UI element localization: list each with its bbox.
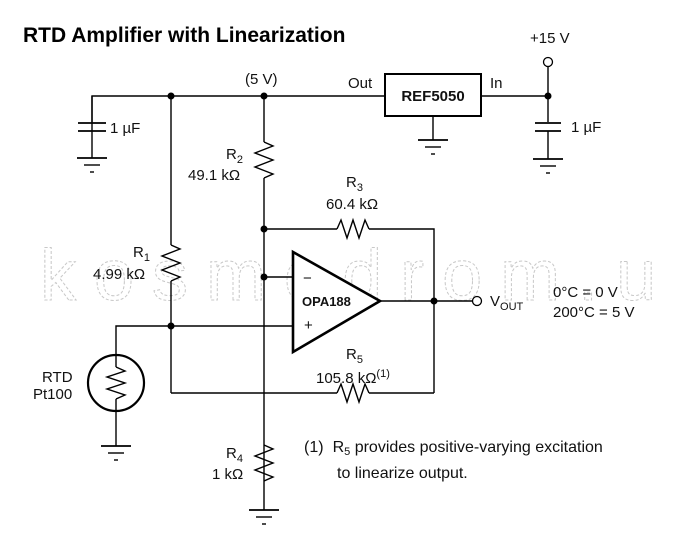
resistor-r2 <box>253 96 275 510</box>
r1-value: 4.99 kΩ <box>93 266 145 283</box>
noninverting-wire <box>115 325 293 355</box>
supply-terminal <box>542 56 554 68</box>
regulator-name: REF5050 <box>401 88 464 105</box>
r5-name: R5 <box>346 346 363 366</box>
r2-name: R2 <box>226 146 243 166</box>
c2-value: 1 µF <box>571 119 601 136</box>
calibration-0c: 0°C = 0 V <box>553 284 618 301</box>
c1-value: 1 µF <box>110 120 140 137</box>
r4-name: R4 <box>226 445 243 465</box>
resistor-r4 <box>253 444 275 482</box>
r4-value: 1 kΩ <box>212 466 243 483</box>
rtd-type: Pt100 <box>33 386 72 403</box>
r3-value: 60.4 kΩ <box>326 196 378 213</box>
opamp-opa188 <box>291 249 383 355</box>
opamp-plus: + <box>304 317 313 334</box>
rtd-label: RTD <box>42 369 73 386</box>
rtd-sensor <box>86 353 146 446</box>
vout-terminal <box>471 295 483 307</box>
ground-icon <box>418 139 448 155</box>
resistor-r3 <box>264 217 435 393</box>
resistor-r5 <box>171 381 434 405</box>
capacitor-c1 <box>78 96 106 158</box>
r5-value: 105.8 kΩ(1) <box>316 368 390 387</box>
vout-label: VOUT <box>490 293 524 313</box>
rail-voltage-label: (5 V) <box>245 71 278 88</box>
junction-output <box>430 297 438 305</box>
footnote-line1: (1)R5 provides positive-varying excitati… <box>304 439 603 458</box>
diagram-title: RTD Amplifier with Linearization <box>23 24 345 47</box>
capacitor-c2 <box>535 66 561 159</box>
ground-icon <box>101 445 131 461</box>
ground-icon <box>533 158 563 174</box>
footnote-line2: to linearize output. <box>337 465 468 482</box>
resistor-r1 <box>160 96 182 393</box>
ground-icon <box>249 509 279 525</box>
supply-label: +15 V <box>530 30 570 47</box>
opamp-minus: − <box>303 270 312 287</box>
ground-icon <box>77 157 107 173</box>
regulator-out-label: Out <box>348 75 373 92</box>
r3-name: R3 <box>346 174 363 194</box>
calibration-200c: 200°C = 5 V <box>553 304 634 321</box>
opamp-name: OPA188 <box>302 294 351 309</box>
r2-value: 49.1 kΩ <box>188 167 240 184</box>
regulator-in-label: In <box>490 75 503 92</box>
r1-name: R1 <box>133 244 150 264</box>
